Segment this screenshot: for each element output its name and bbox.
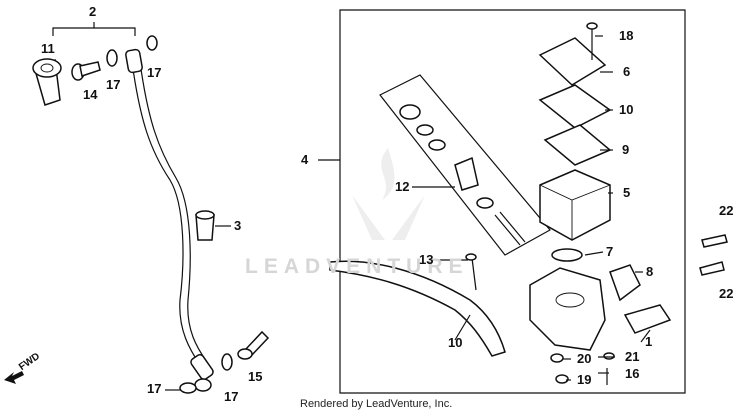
callout-3: 3 (234, 218, 242, 233)
brake-switch (623, 304, 672, 334)
diaphragm (538, 84, 612, 129)
callout-16: 16 (625, 366, 640, 381)
bracket-2 (52, 22, 136, 36)
callout-4: 4 (301, 152, 309, 167)
callout-6: 6 (623, 64, 631, 79)
hose-cap (195, 210, 215, 241)
bolt-top (71, 61, 101, 81)
master-cylinder-body (529, 267, 606, 351)
bolt-22a (701, 234, 728, 248)
washer-21 (603, 352, 615, 360)
o-ring (551, 248, 583, 262)
bolt-22b (699, 261, 725, 276)
callout-11: 11 (41, 41, 55, 56)
nut-19 (555, 374, 569, 384)
brake-lever (329, 260, 506, 357)
callout-19: 19 (577, 372, 592, 387)
callout-5: 5 (623, 185, 631, 200)
watermark-text: LEADVENTURE (245, 255, 469, 278)
callout-17-bottom-b: 17 (224, 389, 239, 404)
callout-20: 20 (577, 351, 592, 366)
reservoir-cap (538, 37, 607, 86)
leader-lines (165, 35, 651, 391)
brake-hose (125, 48, 214, 392)
callout-17-top-a: 17 (106, 77, 121, 92)
callout-15-top: 14 (83, 87, 98, 102)
washer-top-b (146, 35, 158, 51)
callout-10: 10 (619, 102, 634, 117)
bolt-bottom (237, 330, 270, 360)
callout-18: 18 (619, 28, 634, 43)
callout-17-top-b: 17 (147, 65, 162, 80)
callout-22-bottom: 22 (719, 286, 734, 301)
nut-20 (550, 353, 564, 363)
callout-17-bottom-a: 17 (147, 381, 162, 396)
callout-22-top: 22 (719, 203, 734, 218)
washer-bottom-b (179, 382, 197, 394)
callout-9: 9 (622, 142, 630, 157)
assembly-frame (339, 9, 686, 394)
diaphragm-plate (543, 124, 612, 166)
fwd-arrow (4, 371, 24, 384)
reservoir (539, 169, 611, 241)
piston-kit (379, 74, 551, 256)
footer-credit: Rendered by LeadVenture, Inc. (300, 398, 453, 410)
callout-21: 21 (625, 349, 640, 364)
lever-boot (609, 264, 641, 302)
callout-12: 12 (395, 179, 410, 194)
washer-top-a (106, 49, 118, 67)
callout-8: 8 (646, 264, 654, 279)
callout-13: 10 (448, 335, 463, 350)
callout-14: 13 (419, 252, 434, 267)
banjo-fitting (32, 58, 62, 106)
callout-15-bottom: 15 (248, 369, 263, 384)
callout-1: 1 (645, 334, 653, 349)
pivot-bolt (471, 257, 477, 291)
callout-2: 2 (89, 4, 97, 19)
washer-bottom-a (221, 353, 233, 371)
callout-7: 7 (606, 244, 614, 259)
watermark-logo (352, 148, 425, 240)
